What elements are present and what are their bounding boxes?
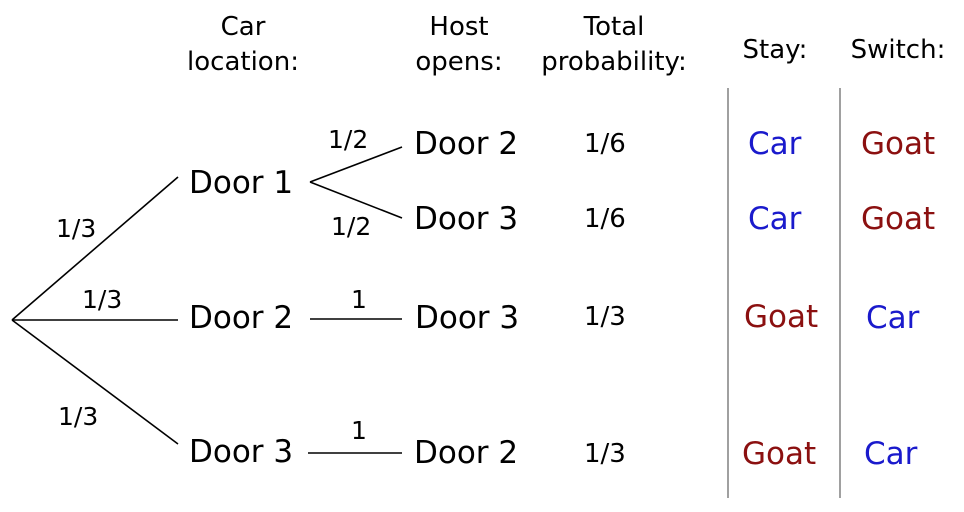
car-node-door1: Door 1 xyxy=(189,165,294,201)
host-node: Door 3 xyxy=(414,201,519,237)
switch-outcome: Goat xyxy=(861,201,936,237)
host-node: Door 2 xyxy=(414,126,519,162)
stay-outcome: Car xyxy=(748,126,802,162)
host-node: Door 3 xyxy=(415,300,520,336)
stay-outcome: Goat xyxy=(744,299,819,335)
branch-prob-door2: 1/3 xyxy=(82,285,123,314)
total-probability: 1/6 xyxy=(584,129,626,159)
branch-line-root-door1 xyxy=(11,176,179,321)
header-switch: Switch: xyxy=(850,35,946,65)
switch-outcome: Car xyxy=(866,300,920,336)
branch-line-door1-host3 xyxy=(309,181,403,219)
stay-outcome: Car xyxy=(748,201,802,237)
header-host-opens: Host opens: xyxy=(415,12,503,77)
car-node-door2: Door 2 xyxy=(189,300,294,336)
branch-line-root-door3 xyxy=(11,319,179,445)
host-node: Door 2 xyxy=(414,435,519,471)
branch-prob-door3: 1/3 xyxy=(58,402,99,431)
switch-outcome: Goat xyxy=(861,126,936,162)
row-branch-prob: 1/2 xyxy=(331,212,372,241)
row-branch-prob: 1 xyxy=(351,416,367,445)
header-stay: Stay: xyxy=(742,35,808,65)
total-probability: 1/3 xyxy=(584,302,626,332)
total-probability: 1/3 xyxy=(584,439,626,469)
branch-line-door1-host2 xyxy=(309,146,403,183)
car-node-door3: Door 3 xyxy=(189,434,294,470)
total-probability: 1/6 xyxy=(584,204,626,234)
stay-outcome: Goat xyxy=(742,436,817,472)
row-branch-prob: 1 xyxy=(351,285,367,314)
header-car-location: Car location: xyxy=(187,12,299,77)
branch-prob-door1: 1/3 xyxy=(56,214,97,243)
header-total-probability: Total probability: xyxy=(541,12,687,77)
row-branch-prob: 1/2 xyxy=(328,125,369,154)
switch-outcome: Car xyxy=(864,436,918,472)
